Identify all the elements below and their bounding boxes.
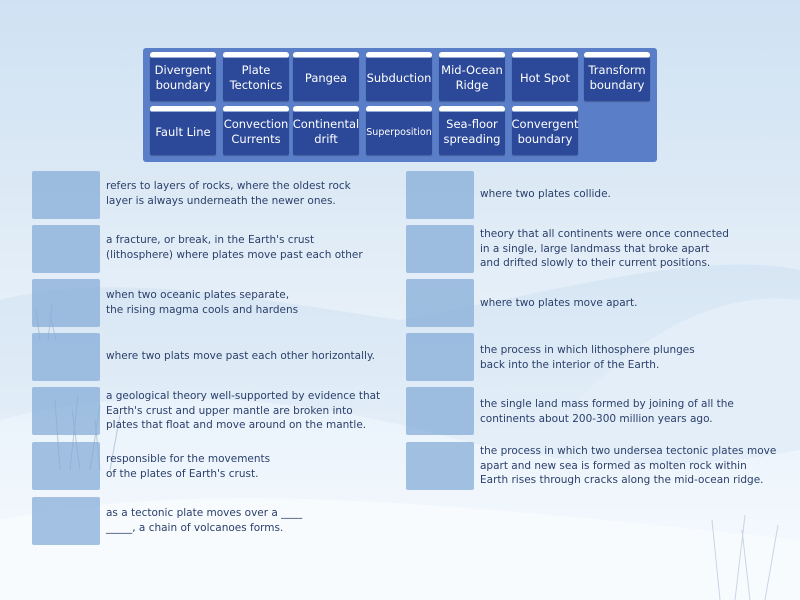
- drop-slot-right-4[interactable]: [406, 333, 474, 381]
- tile-pangea[interactable]: Pangea: [293, 52, 359, 101]
- drop-slot-left-4[interactable]: [32, 333, 100, 381]
- tile-sea-floor-spreading[interactable]: Sea-floor spreading: [439, 106, 505, 155]
- definition-right-6: the process in which two undersea tecton…: [480, 445, 777, 486]
- tile-mid-ocean-ridge[interactable]: Mid-Ocean Ridge: [439, 52, 505, 101]
- drop-slot-left-5[interactable]: [32, 387, 100, 435]
- tile-plate-tectonics[interactable]: Plate Tectonics: [223, 52, 289, 101]
- drop-slot-left-3[interactable]: [32, 279, 100, 327]
- definition-left-1: refers to layers of rocks, where the old…: [106, 180, 351, 207]
- drop-slot-left-1[interactable]: [32, 171, 100, 219]
- drop-slot-left-7[interactable]: [32, 497, 100, 545]
- tile-convection-currents[interactable]: Convection Currents: [223, 106, 289, 155]
- drop-slot-right-6[interactable]: [406, 442, 474, 490]
- drop-slot-left-6[interactable]: [32, 442, 100, 490]
- answer-tile-tray: Divergent boundary Plate Tectonics Pange…: [143, 48, 657, 162]
- tile-hot-spot[interactable]: Hot Spot: [512, 52, 578, 101]
- drop-slot-right-5[interactable]: [406, 387, 474, 435]
- definition-right-2: theory that all continents were once con…: [480, 228, 729, 269]
- definition-left-2: a fracture, or break, in the Earth's cru…: [106, 234, 363, 261]
- drop-slot-right-2[interactable]: [406, 225, 474, 273]
- tile-fault-line[interactable]: Fault Line: [150, 106, 216, 155]
- tile-convergent-boundary[interactable]: Convergent boundary: [512, 106, 578, 155]
- definition-left-5: a geological theory well-supported by ev…: [106, 390, 381, 431]
- tile-continental-drift[interactable]: Continental drift: [293, 106, 359, 155]
- definition-right-1: where two plates collide.: [480, 188, 611, 200]
- drop-slot-right-3[interactable]: [406, 279, 474, 327]
- drop-slot-left-2[interactable]: [32, 225, 100, 273]
- drop-slot-right-1[interactable]: [406, 171, 474, 219]
- definition-right-5: the single land mass formed by joining o…: [480, 398, 734, 425]
- definition-left-6: responsible for the movements of the pla…: [106, 453, 271, 480]
- tile-transform-boundary[interactable]: Transform boundary: [584, 52, 650, 101]
- definition-left-7: as a tectonic plate moves over a ____ __…: [106, 507, 303, 534]
- tile-subduction[interactable]: Subduction: [366, 52, 432, 101]
- definition-left-3: when two oceanic plates separate, the ri…: [106, 289, 299, 316]
- definition-left-4: where two plats move past each other hor…: [106, 350, 375, 362]
- definition-right-3: where two plates move apart.: [480, 297, 638, 309]
- tile-divergent-boundary[interactable]: Divergent boundary: [150, 52, 216, 101]
- tile-superposition[interactable]: Superposition: [366, 106, 432, 155]
- definition-right-4: the process in which lithosphere plunges…: [480, 344, 695, 371]
